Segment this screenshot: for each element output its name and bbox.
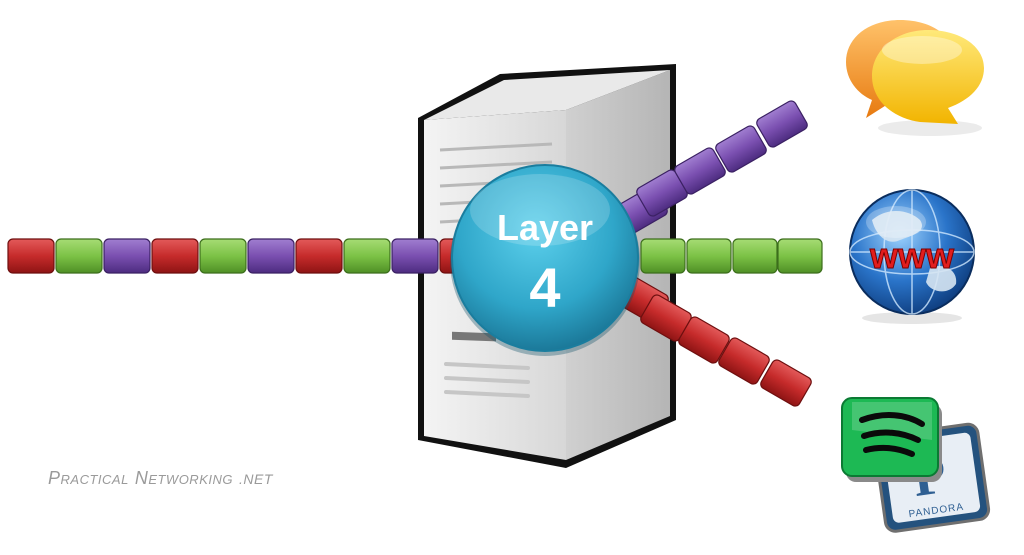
outgoing-packet-purple	[756, 100, 808, 148]
incoming-packet	[247, 238, 295, 274]
outgoing-packet-purple	[715, 125, 767, 173]
chat-bubbles-icon	[846, 20, 984, 136]
spotify-tile	[841, 397, 942, 482]
incoming-packet	[55, 238, 103, 274]
outgoing-packet-green	[777, 238, 823, 274]
outgoing-packet-purple	[674, 147, 726, 195]
www-label: www	[869, 235, 955, 276]
outgoing-packet-red	[718, 337, 770, 385]
credit-net: .NET	[239, 471, 274, 487]
incoming-packet	[391, 238, 439, 274]
outgoing-packet-green	[640, 238, 686, 274]
credit-label: PRACTICAL NETWORKING .NET	[48, 468, 274, 488]
incoming-packet	[199, 238, 247, 274]
www-globe-icon: www	[849, 189, 975, 324]
outgoing-packet-green	[686, 238, 732, 274]
layer4-hub: Layer 4	[450, 164, 640, 356]
incoming-packet	[103, 238, 151, 274]
spotify-pandora-icon: P PANDORA	[841, 397, 991, 533]
outgoing-packet-red	[678, 316, 730, 364]
incoming-packet	[343, 238, 391, 274]
incoming-packet	[151, 238, 199, 274]
outgoing-packet-green	[732, 238, 778, 274]
incoming-packet	[7, 238, 55, 274]
incoming-packet	[295, 238, 343, 274]
packet-streams	[7, 100, 823, 407]
outgoing-packet-red	[760, 359, 812, 407]
credit-etworking: ETWORKING	[148, 472, 233, 487]
hub-label-number: 4	[529, 256, 560, 319]
credit-ractical: RACTICAL	[61, 472, 129, 487]
credit-n: N	[135, 468, 149, 488]
hub-label-layer: Layer	[497, 207, 593, 248]
credit-p: P	[48, 468, 61, 488]
